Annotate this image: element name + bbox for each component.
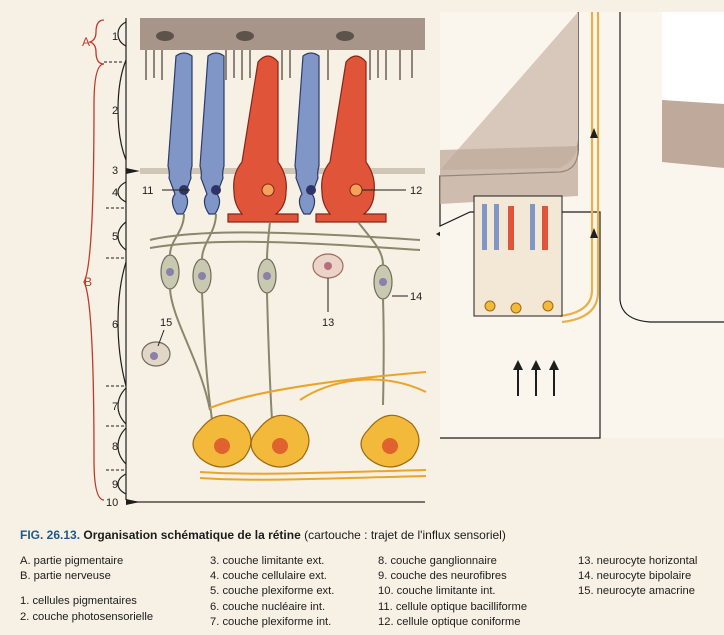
- layer-number-9: 9: [112, 479, 118, 491]
- legend-item-4: 4. couche cellulaire ext.: [210, 569, 334, 584]
- legend-item-1: 1. cellules pigmentaires: [20, 594, 153, 609]
- legend-item-10: 10. couche limitante int.: [378, 584, 527, 599]
- legend-item-11: 11. cellule optique bacilliforme: [378, 600, 527, 615]
- legend-item-14: 14. neurocyte bipolaire: [578, 569, 697, 584]
- caption-title-row: FIG. 26.13. Organisation schématique de …: [20, 528, 710, 542]
- legend-item-7: 7. couche plexiforme int.: [210, 615, 334, 630]
- layer-number-6: 6: [112, 319, 118, 331]
- legend-item-a: A. partie pigmentaire: [20, 554, 153, 569]
- figure-subtitle: (cartouche : trajet de l'influx sensorie…: [304, 528, 506, 542]
- callout-11: 11: [142, 185, 153, 197]
- figure-title: Organisation schématique de la rétine: [83, 528, 300, 542]
- layer-number-8: 8: [112, 441, 118, 453]
- inset-sensory-pathway: [440, 12, 724, 438]
- legend-item-2: 2. couche photosensorielle: [20, 610, 153, 625]
- section-label-a: A: [82, 35, 90, 49]
- legend-item-5: 5. couche plexiforme ext.: [210, 584, 334, 599]
- layer-number-1: 1: [112, 31, 118, 43]
- legend-item-9: 9. couche des neurofibres: [378, 569, 527, 584]
- layer-number-7: 7: [112, 401, 118, 413]
- inset-pigment-right: [662, 100, 724, 168]
- legend-column-4: 13. neurocyte horizontal 14. neurocyte b…: [578, 554, 697, 600]
- figure-number: FIG. 26.13.: [20, 528, 80, 542]
- section-label-b: B: [84, 275, 92, 289]
- retina-diagram: A B 1 2 3 4 5 6 7 8 9 10 11 12 13 14 15: [0, 0, 724, 520]
- horizontal-nucleus: [324, 262, 332, 270]
- layer-number-5: 5: [112, 231, 118, 243]
- legend-item-13: 13. neurocyte horizontal: [578, 554, 697, 569]
- inset-retina-miniature: [474, 196, 562, 316]
- inset-pigment-left: [440, 146, 578, 204]
- figure-caption: FIG. 26.13. Organisation schématique de …: [20, 528, 710, 550]
- callout-13: 13: [322, 317, 334, 329]
- layer-number-2: 2: [112, 105, 118, 117]
- legend-column-2: 3. couche limitante ext. 4. couche cellu…: [210, 554, 334, 630]
- legend-item-6: 6. couche nucléaire int.: [210, 600, 334, 615]
- callout-15: 15: [160, 317, 172, 329]
- legend-item-8: 8. couche ganglionnaire: [378, 554, 527, 569]
- legend-item-b: B. partie nerveuse: [20, 569, 153, 584]
- legend-item-15: 15. neurocyte amacrine: [578, 584, 697, 599]
- legend-item-3: 3. couche limitante ext.: [210, 554, 334, 569]
- pigment-epithelium: [140, 18, 425, 50]
- layer-number-3: 3: [112, 165, 118, 177]
- amacrine-nucleus: [150, 352, 158, 360]
- layer-number-10: 10: [106, 497, 118, 509]
- callout-12: 12: [410, 185, 422, 197]
- layer-number-4: 4: [112, 187, 118, 199]
- legend-column-1: A. partie pigmentaire B. partie nerveuse…: [20, 554, 153, 625]
- legend-column-3: 8. couche ganglionnaire 9. couche des ne…: [378, 554, 527, 630]
- callout-14: 14: [410, 291, 422, 303]
- legend-item-12: 12. cellule optique coniforme: [378, 615, 527, 630]
